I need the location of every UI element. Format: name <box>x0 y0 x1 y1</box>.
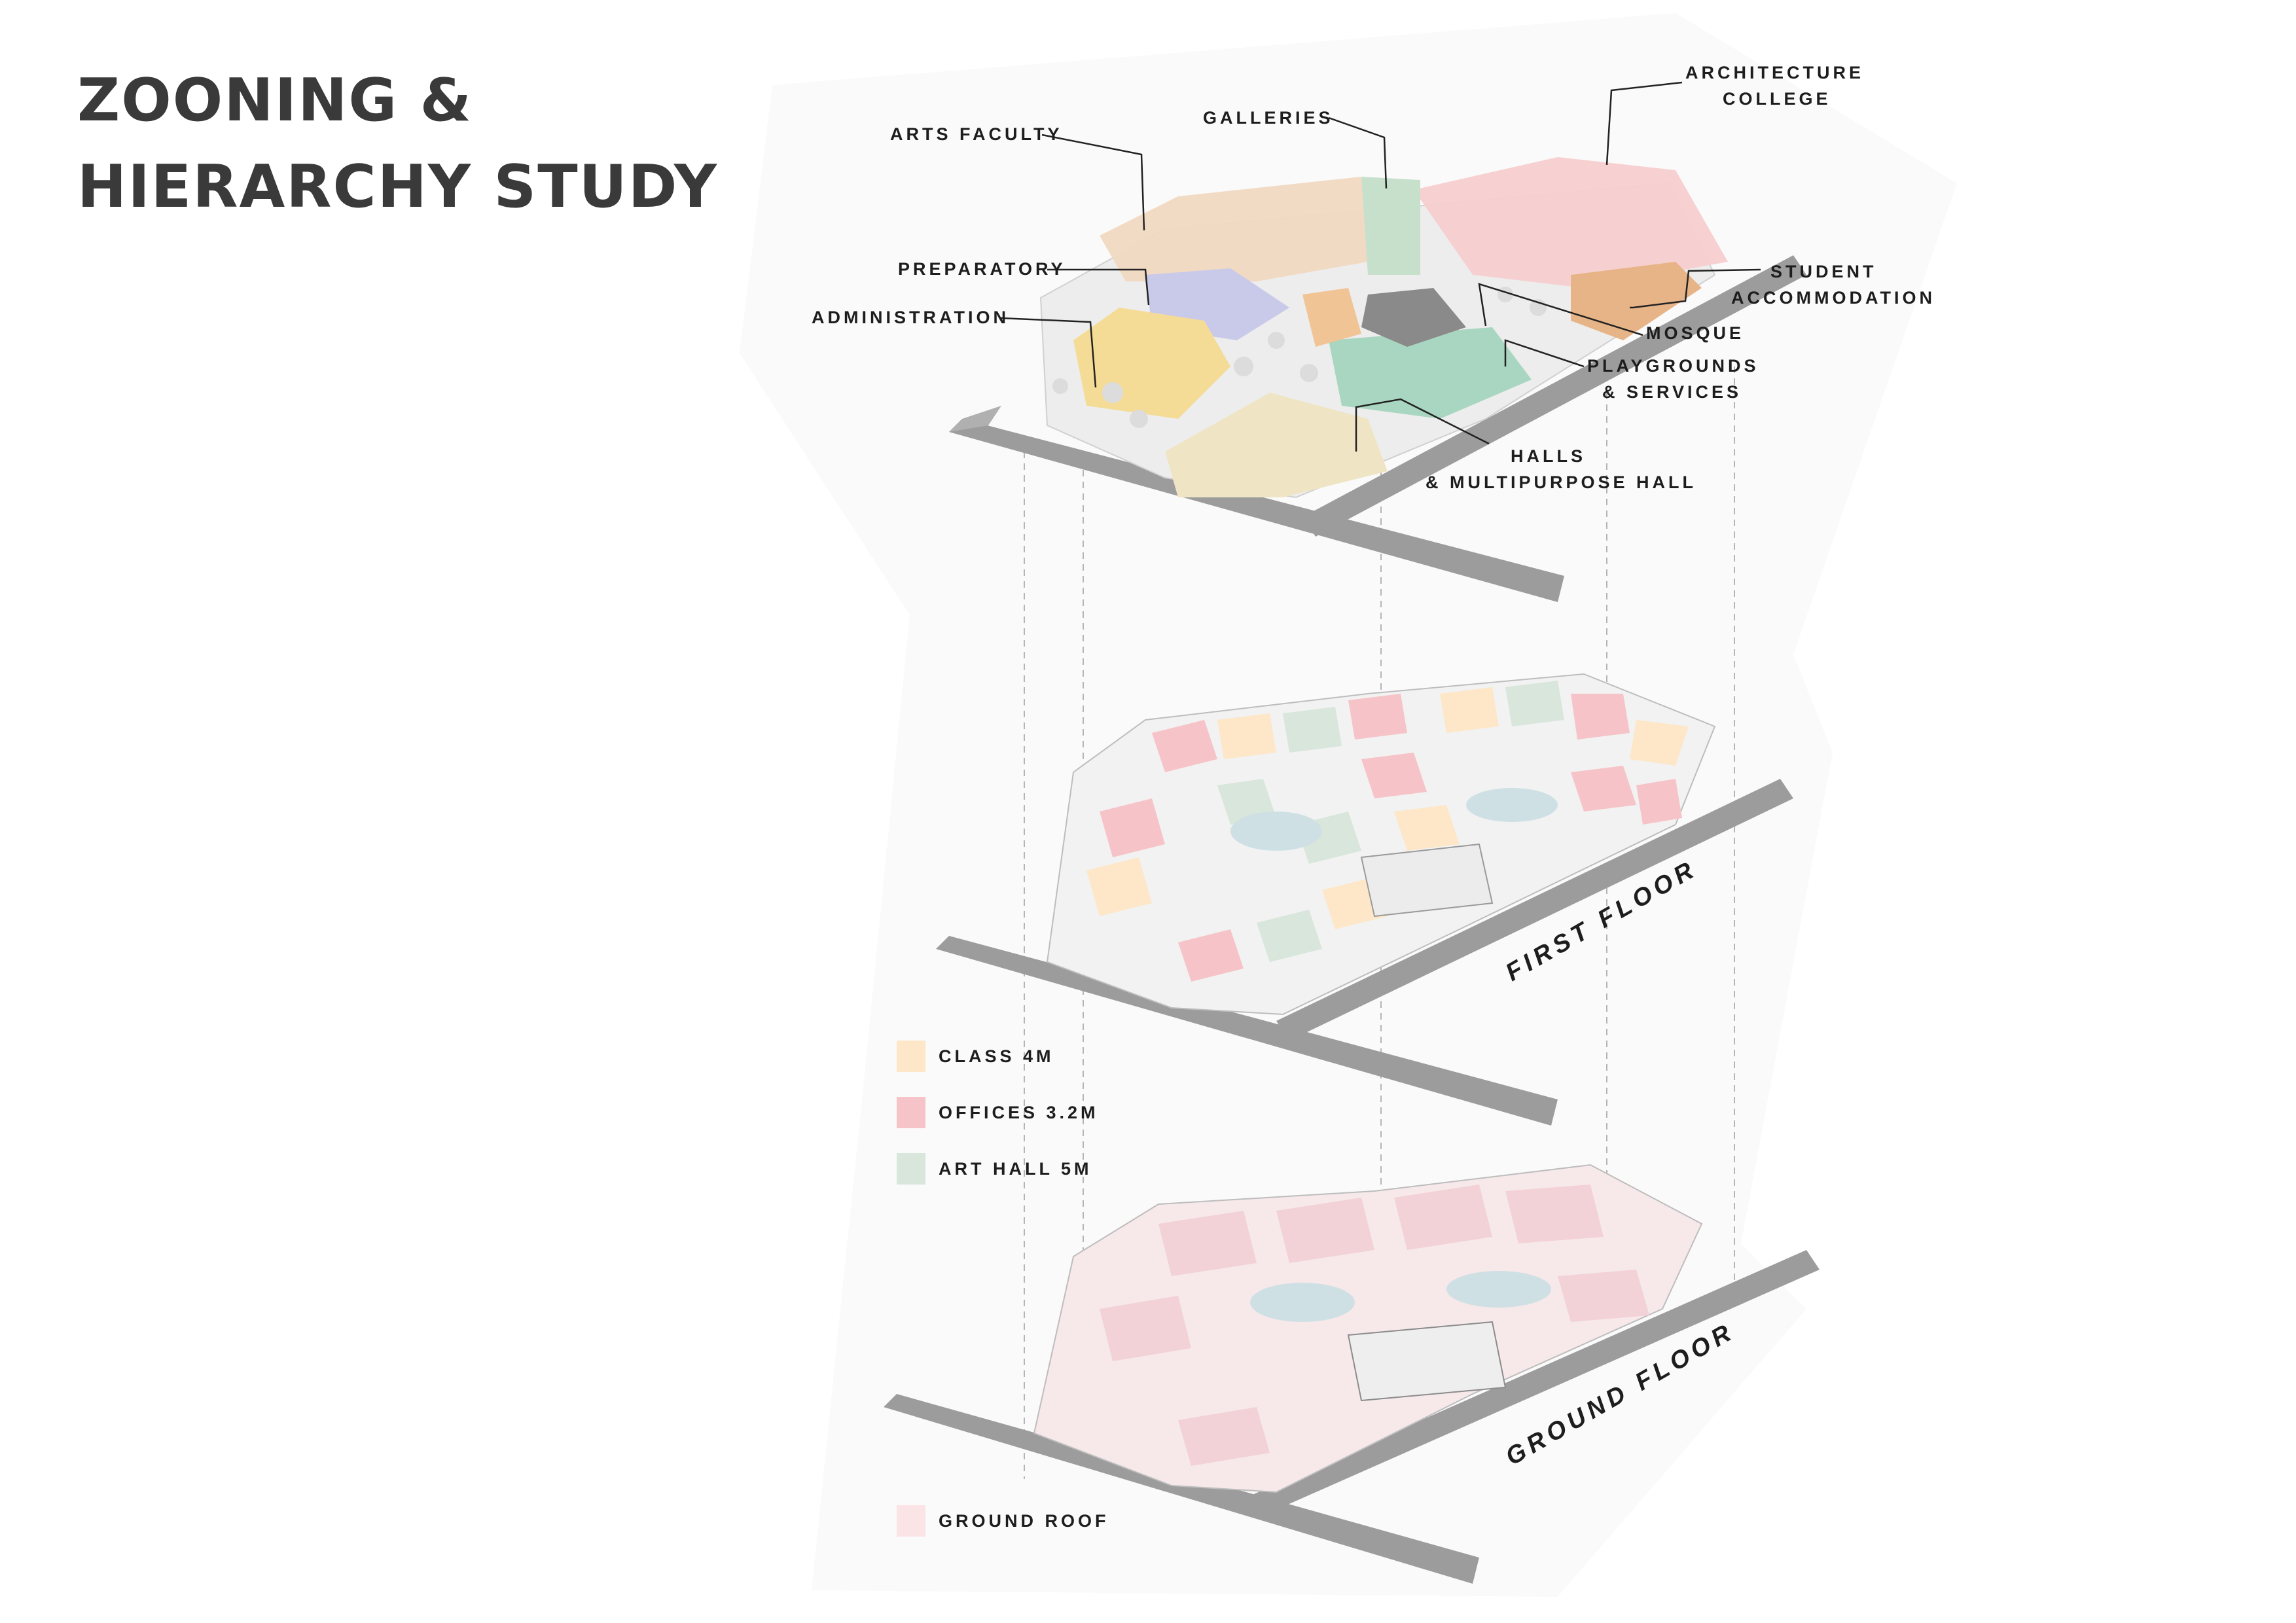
zone-orange-block <box>1302 288 1361 347</box>
label-administration: ADMINISTRATION <box>812 308 1009 327</box>
title-line-1: ZOONING & <box>77 66 473 135</box>
zone-architecture-college <box>1414 157 1728 288</box>
label-preparatory: PREPARATORY <box>898 259 1066 279</box>
label-arts-faculty: ARTS FACULTY <box>890 124 1063 144</box>
zone-student-accommodation <box>1571 262 1702 340</box>
leader-lines <box>999 81 1761 452</box>
zone-galleries <box>1361 177 1420 275</box>
label-galleries: GALLERIES <box>1203 108 1334 128</box>
legend-offices: OFFICES 3.2M <box>897 1097 1099 1128</box>
trees-top <box>1052 287 1547 428</box>
road-top-bottom <box>949 419 1564 602</box>
label-student-accommodation-1: STUDENT <box>1770 262 1877 281</box>
sports-court-first <box>1360 843 1494 918</box>
label-playgrounds-1: PLAYGROUNDS <box>1587 356 1759 376</box>
label-playgrounds-2: & SERVICES <box>1602 382 1742 402</box>
label-halls-1: HALLS <box>1511 446 1586 466</box>
road-ground-bottom <box>884 1394 1479 1584</box>
road-top-right <box>1302 255 1806 537</box>
label-student-accommodation-2: ACCOMMODATION <box>1731 288 1935 308</box>
page-title: ZOONING & HIERARCHY STUDY <box>77 58 718 230</box>
label-architecture-college-2: COLLEGE <box>1723 89 1831 109</box>
sports-court-ground <box>1347 1321 1507 1402</box>
courtyard-pond-1 <box>1230 812 1322 851</box>
title-line-2: HIERARCHY STUDY <box>77 152 719 221</box>
road-ground-right <box>1244 1250 1820 1518</box>
label-architecture-college-1: ARCHITECTURE <box>1685 63 1864 82</box>
legend-swatch-class <box>897 1041 925 1072</box>
legend-label-ground-roof: GROUND ROOF <box>939 1510 1109 1531</box>
zone-halls <box>1165 393 1388 497</box>
ground-floor-rooms <box>1100 1185 1649 1466</box>
legend-label-art-hall: ART HALL 5M <box>939 1158 1092 1179</box>
road-top-left <box>949 406 1001 432</box>
legend-swatch-art-hall <box>897 1153 925 1185</box>
legend-label-offices: OFFICES 3.2M <box>939 1102 1099 1122</box>
legend-art-hall: ART HALL 5M <box>897 1153 1092 1185</box>
courtyard-pond-4 <box>1446 1271 1551 1308</box>
first-floor-rooms <box>1086 681 1689 982</box>
legend-class: CLASS 4M <box>897 1041 1054 1072</box>
label-halls-2: & MULTIPURPOSE HALL <box>1426 473 1696 492</box>
zoning-level: ARTS FACULTY GALLERIES ARCHITECTURE COLL… <box>812 63 1935 602</box>
zone-playgrounds <box>1329 327 1532 419</box>
legend-swatch-ground-roof <box>897 1505 925 1537</box>
road-first-bottom <box>936 936 1558 1126</box>
label-mosque: MOSQUE <box>1646 323 1744 343</box>
road-first-right <box>1276 779 1793 1041</box>
zone-arts-faculty <box>1100 177 1368 281</box>
courtyard-pond-2 <box>1466 788 1558 822</box>
legend-ground-roof: GROUND ROOF <box>897 1505 1109 1537</box>
zone-mosque <box>1361 288 1466 347</box>
legend-swatch-offices <box>897 1097 925 1128</box>
courtyard-pond-3 <box>1250 1283 1355 1322</box>
legend-label-class: CLASS 4M <box>939 1046 1054 1066</box>
